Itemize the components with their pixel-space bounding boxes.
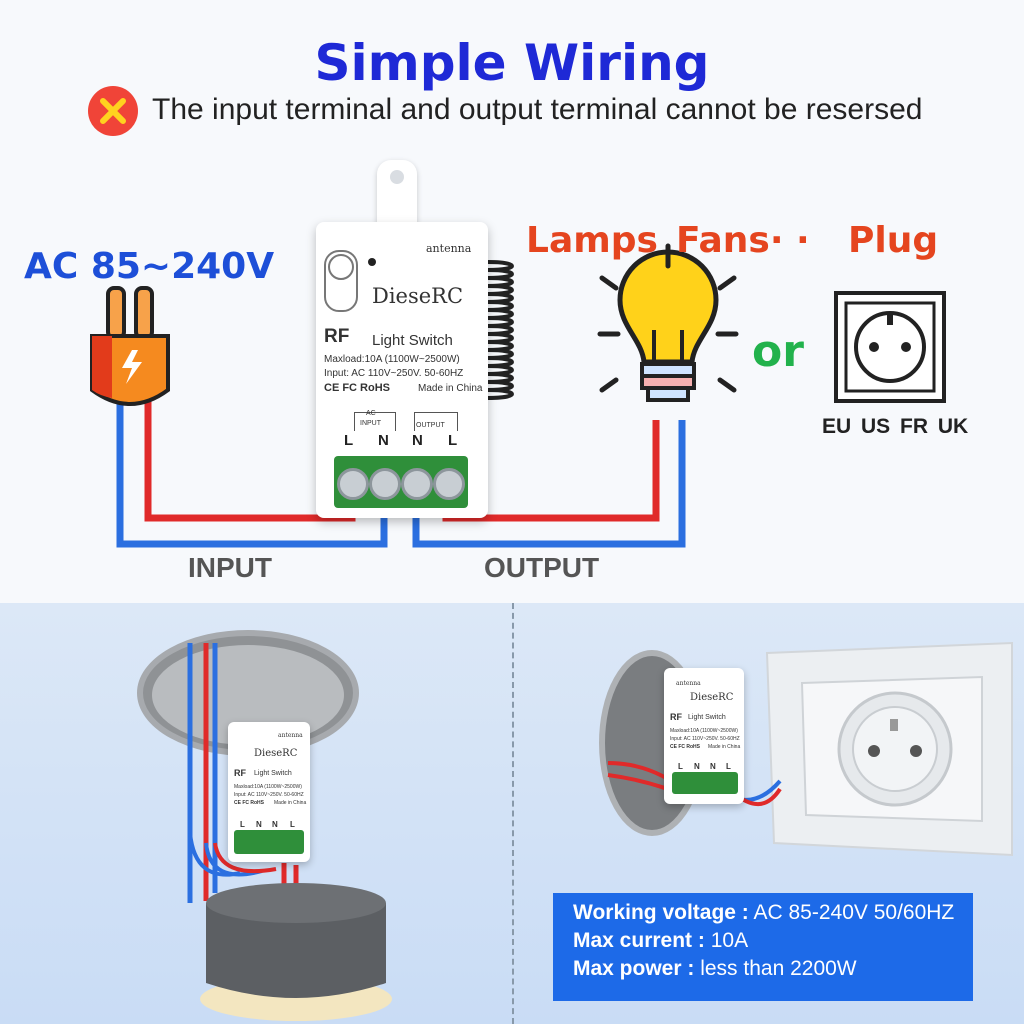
plug-icon	[90, 286, 170, 406]
rf-label: RF	[324, 326, 350, 347]
mini-socket-terminal-n1: N	[694, 762, 700, 771]
mini-socket-terminal-l2: L	[726, 762, 731, 771]
antenna-label: antenna	[426, 242, 472, 255]
mini-socket-certs-label: CE FC RoHS	[670, 744, 700, 750]
wiring-diagram	[90, 243, 946, 548]
mini-socket-terminal-block	[672, 772, 738, 794]
mini-socket-maxload-label: Maxload:10A (1100W~2500W)	[670, 728, 738, 734]
ceiling-scene	[137, 630, 392, 1021]
mini-certs-label: CE FC RoHS	[234, 800, 264, 806]
regions-label: EU US FR UK	[822, 415, 969, 438]
type-label: Light Switch	[372, 332, 453, 349]
screw-l1	[337, 468, 369, 500]
mini-socket-rf-label: RF	[670, 712, 682, 722]
mini-socket-input-spec-label: Input: AC 110V~250V. 50-60HZ	[670, 736, 740, 742]
divider	[512, 603, 514, 1024]
mini-input-spec-label: Input: AC 110V~250V. 50-60HZ	[234, 792, 304, 798]
plug-label: Plug	[848, 220, 939, 261]
mini-socket-terminal-n2: N	[710, 762, 716, 771]
output-label: OUTPUT	[484, 552, 600, 583]
screw-n2	[401, 468, 433, 500]
lamps-label: Lamps	[526, 220, 658, 261]
maxload-label: Maxload:10A (1100W~2500W)	[324, 354, 460, 365]
mini-brand-label: DieseRC	[254, 748, 298, 759]
mini-device-ceiling: antenna DieseRC RF Light Switch Maxload:…	[228, 722, 310, 862]
mini-socket-type-label: Light Switch	[688, 714, 726, 721]
mini-made-in-label: Made in China	[274, 800, 307, 806]
device-input-label: INPUT	[360, 420, 381, 427]
mini-socket-brand-label: DieseRC	[690, 692, 734, 703]
input-bracket	[354, 412, 396, 431]
mini-socket-made-in-label: Made in China	[708, 744, 741, 750]
led-icon	[368, 258, 376, 266]
certs-label: CE FC RoHS	[324, 382, 390, 394]
terminal-n2: N	[412, 432, 423, 449]
page-title: Simple Wiring	[314, 34, 710, 92]
fans-label: Fans· ·	[676, 220, 810, 261]
input-label: INPUT	[188, 552, 272, 583]
mini-socket-antenna-label: antenna	[676, 680, 701, 687]
hook-hole	[390, 170, 404, 184]
mini-maxload-label: Maxload:10A (1100W~2500W)	[234, 784, 302, 790]
mini-terminal-l1: L	[240, 820, 245, 829]
cross-icon	[88, 86, 138, 136]
terminal-l1: L	[344, 432, 354, 449]
mini-device-socket: antenna DieseRC RF Light Switch Maxload:…	[664, 668, 744, 804]
light-bulb-icon	[597, 243, 739, 402]
mini-antenna-label: antenna	[278, 732, 303, 739]
mini-terminal-l2: L	[290, 820, 295, 829]
terminal-l2: L	[448, 432, 458, 449]
mini-rf-label: RF	[234, 768, 246, 778]
or-label: or	[752, 326, 804, 377]
socket-icon	[834, 291, 946, 403]
screw-n1	[369, 468, 401, 500]
spec-box: Working voltage : AC 85-240V 50/60HZ Max…	[553, 893, 973, 1001]
antenna-coil	[487, 260, 514, 400]
warning-text: The input terminal and output terminal c…	[152, 93, 923, 126]
terminal-n1: N	[378, 432, 389, 449]
mini-terminal-block	[234, 830, 304, 854]
button-icon	[324, 250, 358, 312]
voltage-label: AC 85~240V	[24, 246, 275, 287]
spec-voltage: Working voltage : AC 85-240V 50/60HZ	[573, 901, 955, 924]
socket-scene	[599, 641, 1013, 857]
spec-current: Max current : 10A	[573, 929, 749, 952]
output-bracket	[414, 412, 458, 431]
screw-l2	[433, 468, 465, 500]
brand-label: DieseRC	[372, 284, 464, 308]
spec-power: Max power : less than 2200W	[573, 957, 857, 980]
made-in-label: Made in China	[418, 383, 483, 394]
input-spec-label: Input: AC 110V~250V. 50-60HZ	[324, 368, 464, 379]
device-output-label: OUTPUT	[416, 422, 445, 429]
ac-label: AC	[366, 410, 376, 417]
mini-terminal-n2: N	[272, 820, 278, 829]
mini-terminal-n1: N	[256, 820, 262, 829]
mini-socket-terminal-l1: L	[678, 762, 683, 771]
mini-type-label: Light Switch	[254, 770, 292, 777]
